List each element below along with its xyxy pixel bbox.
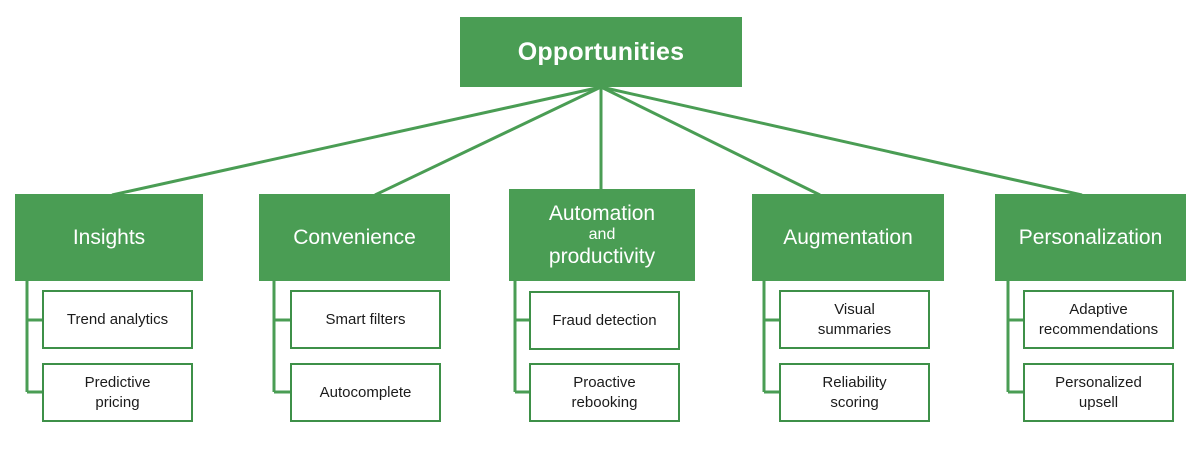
connector-root-to-convenience — [374, 85, 602, 197]
root-node-label: Opportunities — [517, 37, 685, 66]
leaf-label-autocomplete: Autocomplete — [319, 383, 412, 401]
category-label-automation-line2: and — [588, 226, 616, 244]
leaf-node-trend-analytics[interactable]: Trend analytics — [42, 290, 193, 349]
leaf-label-visual-summaries: Visual summaries — [817, 301, 892, 338]
category-label-personalization: Personalization — [1018, 225, 1163, 249]
leaf-node-visual-summaries[interactable]: Visual summaries — [779, 290, 930, 349]
root-node-opportunities[interactable]: Opportunities — [460, 17, 742, 87]
category-label-automation-line1: Automation — [548, 201, 656, 225]
leaf-node-smart-filters[interactable]: Smart filters — [290, 290, 441, 349]
connector-root-to-insights — [111, 85, 602, 197]
connector-root-to-augmentation — [600, 85, 821, 197]
leaf-label-proactive-rebooking: Proactive rebooking — [571, 374, 638, 411]
category-node-insights[interactable]: Insights — [15, 194, 203, 281]
leaf-node-predictive-pricing[interactable]: Predictive pricing — [42, 363, 193, 422]
leaf-node-fraud-detection[interactable]: Fraud detection — [529, 291, 680, 350]
category-label-convenience: Convenience — [293, 225, 416, 249]
connector-root-to-personalization — [600, 85, 1083, 197]
leaf-node-adaptive-recommendations[interactable]: Adaptive recommendations — [1023, 290, 1174, 349]
leaf-label-fraud-detection: Fraud detection — [552, 311, 657, 329]
leaf-node-proactive-rebooking[interactable]: Proactive rebooking — [529, 363, 680, 422]
leaf-label-smart-filters: Smart filters — [325, 310, 406, 328]
leaf-node-personalized-upsell[interactable]: Personalized upsell — [1023, 363, 1174, 422]
category-node-augmentation[interactable]: Augmentation — [752, 194, 944, 281]
category-node-convenience[interactable]: Convenience — [259, 194, 450, 281]
category-label-insights: Insights — [72, 225, 146, 249]
category-node-automation-and-productivity[interactable]: Automation and productivity — [509, 189, 695, 281]
leaf-label-personalized-upsell: Personalized upsell — [1055, 374, 1142, 411]
category-label-automation-line3: productivity — [548, 244, 656, 268]
leaf-label-predictive-pricing: Predictive pricing — [84, 374, 151, 411]
leaf-label-adaptive-recommendations: Adaptive recommendations — [1038, 301, 1159, 338]
category-node-personalization[interactable]: Personalization — [995, 194, 1186, 281]
leaf-node-autocomplete[interactable]: Autocomplete — [290, 363, 441, 422]
leaf-label-reliability-scoring: Reliability scoring — [822, 374, 887, 411]
leaf-label-trend-analytics: Trend analytics — [66, 310, 169, 328]
leaf-node-reliability-scoring[interactable]: Reliability scoring — [779, 363, 930, 422]
category-label-augmentation: Augmentation — [783, 225, 913, 249]
